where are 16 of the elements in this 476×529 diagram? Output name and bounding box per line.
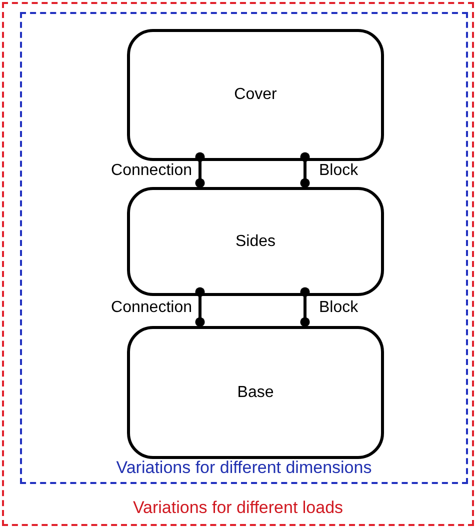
rounded-box [127,187,384,296]
rounded-box [127,29,384,161]
edge-label: Block [319,298,358,318]
box-label: Cover [234,85,277,105]
frame-caption: Variations for different dimensions [115,456,373,478]
connector-line [300,287,310,327]
connector-line [300,152,310,188]
box-label: Base [237,382,274,402]
frame-caption: Variations for different loads [132,496,344,518]
connector-line [195,152,205,188]
edge-label: Block [319,161,358,181]
rounded-box [127,326,384,459]
connector-line [195,287,205,327]
box-label: Sides [235,232,276,252]
edge-label: Connection [111,161,192,181]
edge-label: Connection [111,298,192,318]
